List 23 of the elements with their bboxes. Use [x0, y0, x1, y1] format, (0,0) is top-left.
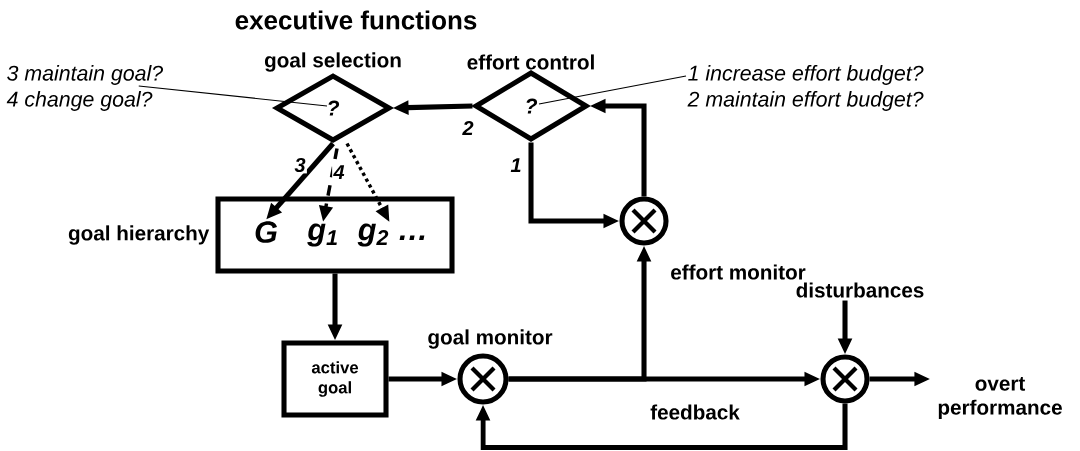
node-label: effort monitor: [671, 264, 806, 280]
signal-label: disturbances: [796, 282, 924, 298]
node-label: goal hierarchy: [68, 225, 210, 245]
question-note: 1 increase effort budget? 2 maintain effort budget?: [687, 65, 924, 111]
node-label: effort control: [467, 54, 594, 70]
leader-line: [538, 75, 687, 105]
goal-symbol: g$_{2}$ …: [357, 223, 425, 247]
question-note: 3 maintain goal? 4 change goal?: [6, 65, 164, 111]
edge-label: 1: [509, 156, 523, 174]
goal-symbol: g$_{1}$: [307, 223, 337, 247]
leader-line: [138, 85, 328, 107]
node-label: goal monitor: [428, 329, 553, 349]
edge-label: 2: [461, 119, 475, 137]
title: executive functions: [235, 10, 477, 30]
edge-label: 3: [293, 156, 307, 174]
edge-label: feedback: [648, 403, 742, 421]
signal-label: overt performance: [938, 377, 1062, 419]
edge-label: 4: [332, 163, 346, 181]
arrow: [475, 403, 848, 451]
multiplier-circle: [820, 354, 870, 404]
goal-symbol: G: [255, 221, 277, 243]
process-box: active goal: [281, 340, 389, 418]
node-label: goal selection: [264, 52, 401, 72]
